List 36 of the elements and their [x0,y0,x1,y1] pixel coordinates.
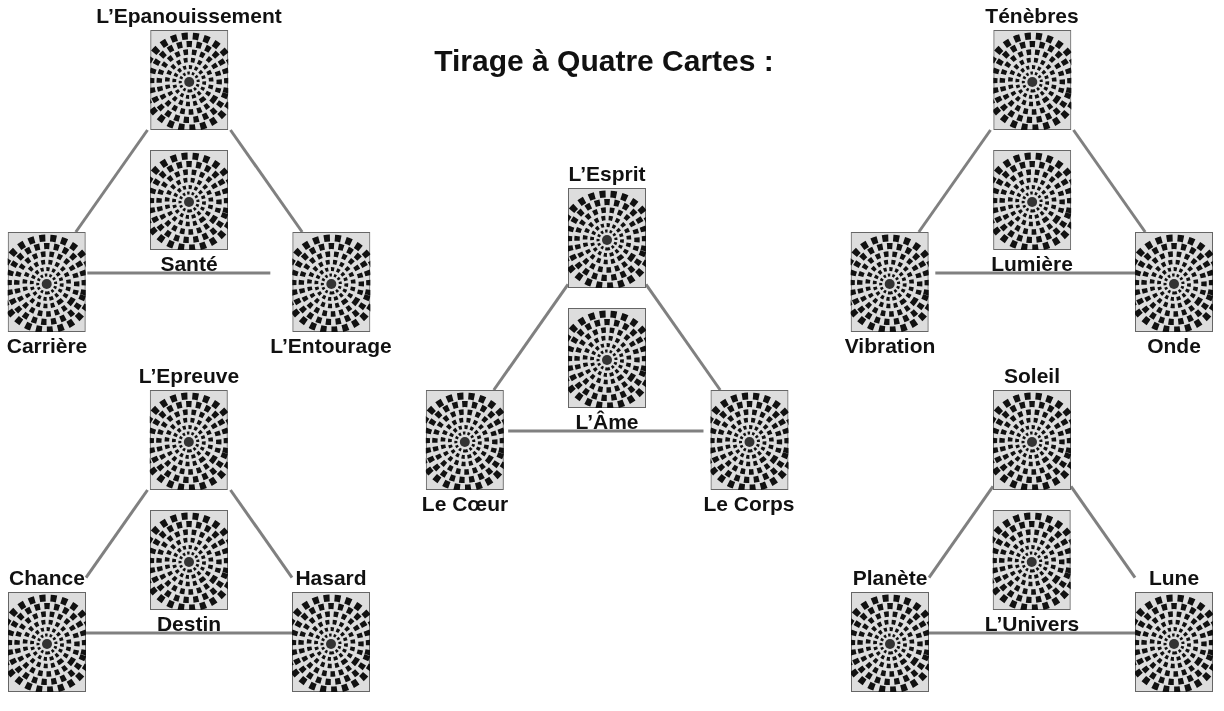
connector-line [508,429,704,433]
card-label: L’Âme [575,410,639,434]
card-label: Ténèbres [985,4,1079,28]
card-label: L’Univers [984,612,1080,636]
connector-line [1072,129,1147,233]
connector-line [929,631,1135,635]
card-label: Le Corps [703,492,795,516]
connector-line [84,489,149,579]
connector-line [86,631,292,635]
card-label: Hasard [295,566,367,590]
card-label: L’Entourage [270,334,392,358]
card-label: Soleil [1004,364,1060,388]
connector-line [74,129,149,233]
card-label: Vibration [844,334,936,358]
card-label: Lumière [991,252,1073,276]
connector-line [927,485,995,579]
connector-line [492,283,570,391]
card-label: Carrière [6,334,88,358]
connector-line [87,271,271,275]
card-label: L’Epanouissement [96,4,282,28]
title: Tirage à Quatre Cartes : [434,44,774,78]
card-label: Planète [852,566,928,590]
card-label: Le Cœur [421,492,509,516]
connector-line [1069,485,1137,579]
connector-line [229,489,294,579]
connector-line [644,283,722,391]
connector-line [935,271,1135,275]
card-label: Chance [9,566,85,590]
card-label: Lune [1148,566,1200,590]
connector-line [229,129,304,233]
card-label: Onde [1147,334,1201,358]
card-label: L’Epreuve [138,364,240,388]
card-label: Destin [156,612,222,636]
card-label: Santé [160,252,218,276]
connector-line [917,129,992,233]
card-label: L’Esprit [568,162,646,186]
